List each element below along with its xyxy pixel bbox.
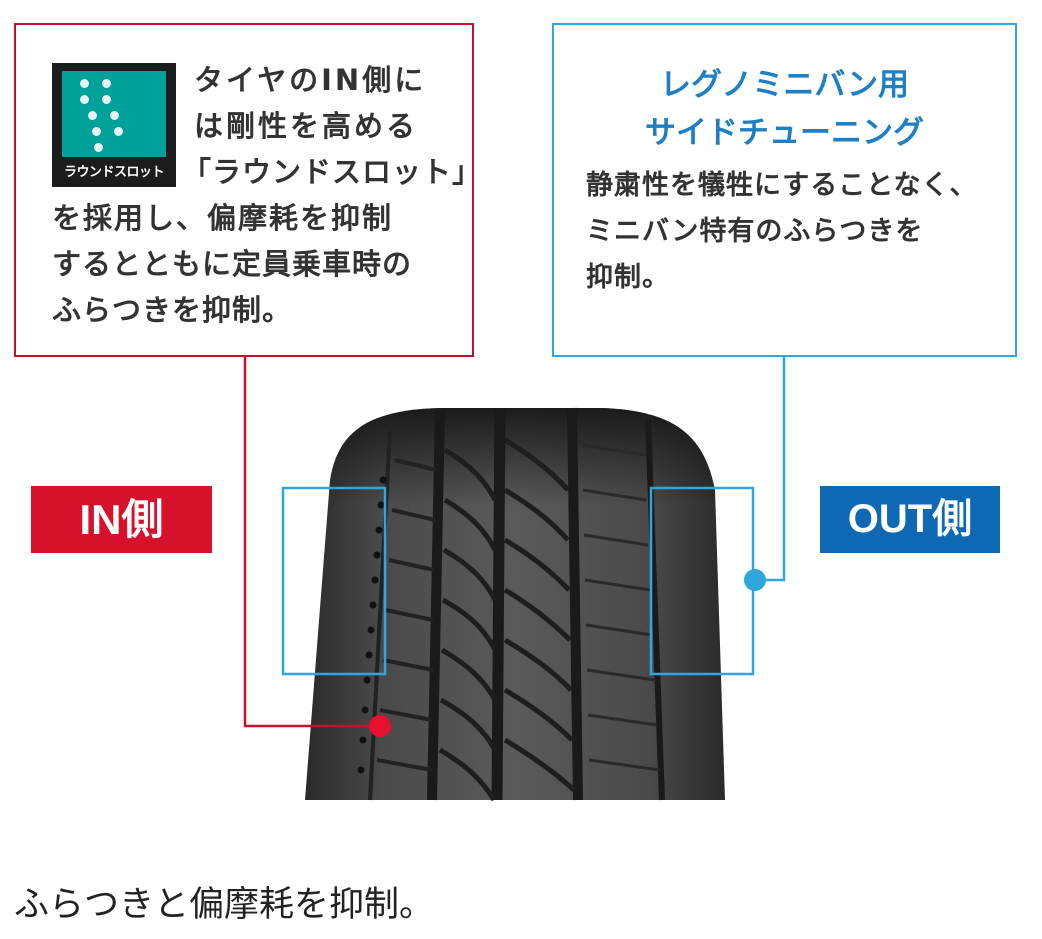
out-side-callout: レグノミニバン用 サイドチューニング 静粛性を犠牲にすることなく、 ミニバン特有… [552, 23, 1017, 357]
in-text-line-3: 「ラウンドスロット」 [182, 155, 483, 189]
in-side-highlight-box [281, 486, 387, 676]
in-text-line-2: は剛性を高める [194, 109, 419, 143]
out-connector-dot [744, 569, 766, 591]
in-connector-line [243, 357, 378, 728]
in-text-line-5: するとともに定員乗車時の [52, 247, 413, 281]
out-connector-line [756, 357, 786, 582]
tire-image [305, 407, 725, 802]
in-side-label: IN側 [31, 486, 212, 553]
round-slot-badge: ラウンドスロット [52, 63, 176, 187]
in-text-line-4: を採用し、偏摩耗を抑制 [52, 201, 394, 235]
in-text-line-6: ふらつきを抑制。 [52, 293, 293, 327]
out-title-line-2: サイドチューニング [645, 115, 924, 151]
out-side-label: OUT側 [820, 486, 1000, 553]
out-title-line-1: レグノミニバン用 [660, 67, 909, 103]
round-slot-badge-label: ラウンドスロット [63, 165, 165, 180]
round-slot-icon [62, 71, 166, 157]
out-text-line-3: 抑制。 [586, 262, 670, 293]
out-text-line-1: 静粛性を犠牲にすることなく、 [586, 170, 978, 201]
caption: ふらつきと偏摩耗を抑制。 [14, 885, 435, 925]
in-side-callout: ラウンドスロット タイヤのIN側に は剛性を高める 「ラウンドスロット」 を採用… [14, 23, 481, 357]
in-text-line-1: タイヤのIN側に [194, 63, 427, 97]
out-text-line-2: ミニバン特有のふらつきを [586, 216, 924, 247]
in-connector-dot [369, 715, 391, 737]
